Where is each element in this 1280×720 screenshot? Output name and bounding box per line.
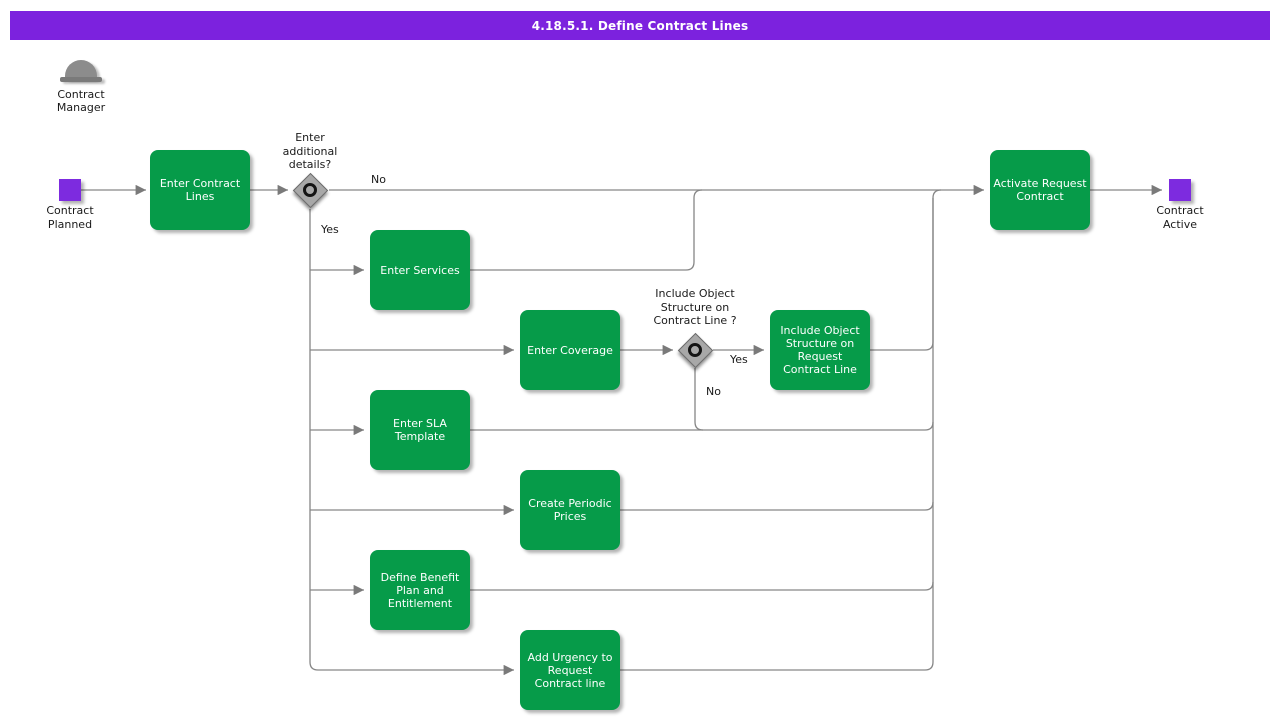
start-event-contract-planned	[59, 179, 81, 201]
edge-label-no-1: No	[371, 173, 386, 186]
task-create-periodic-prices[interactable]: Create Periodic Prices	[520, 470, 620, 550]
gateway-enter-additional-details	[292, 172, 329, 209]
task-enter-services[interactable]: Enter Services	[370, 230, 470, 310]
task-enter-coverage[interactable]: Enter Coverage	[520, 310, 620, 390]
gateway-ring-icon	[688, 343, 702, 357]
gateway1-label: Enter additional details?	[282, 131, 338, 171]
task-define-benefit-plan[interactable]: Define Benefit Plan and Entitlement	[370, 550, 470, 630]
end-event-label: Contract Active	[1156, 204, 1204, 231]
gateway-ring-icon	[303, 183, 317, 197]
start-event-label: Contract Planned	[46, 204, 94, 231]
diagram-title: 4.18.5.1. Define Contract Lines	[10, 11, 1270, 40]
task-include-object-structure-request[interactable]: Include Object Structure on Request Cont…	[770, 310, 870, 390]
task-enter-contract-lines[interactable]: Enter Contract Lines	[150, 150, 250, 230]
edge-label-yes-1: Yes	[321, 223, 339, 236]
task-add-urgency[interactable]: Add Urgency to Request Contract line	[520, 630, 620, 710]
task-activate-request-contract[interactable]: Activate Request Contract	[990, 150, 1090, 230]
edge-label-yes-2: Yes	[730, 353, 748, 366]
gateway-include-object-structure	[677, 332, 714, 369]
actor-label: Contract Manager	[56, 88, 106, 114]
actor-contract-manager: Contract Manager	[46, 58, 116, 114]
task-enter-sla-template[interactable]: Enter SLA Template	[370, 390, 470, 470]
gateway2-label: Include Object Structure on Contract Lin…	[653, 287, 737, 327]
edge-label-no-2: No	[706, 385, 721, 398]
end-event-contract-active	[1169, 179, 1191, 201]
bowler-hat-icon	[46, 58, 116, 84]
